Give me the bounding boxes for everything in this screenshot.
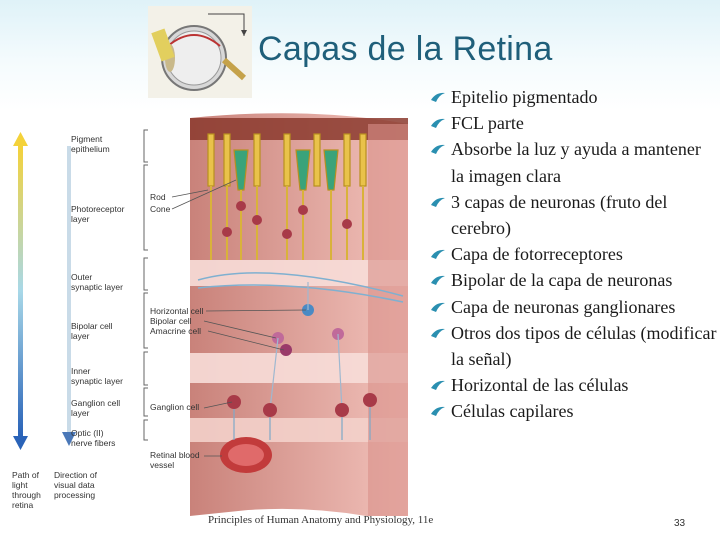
swoosh-icon	[431, 92, 445, 102]
swoosh-icon	[431, 381, 445, 391]
swoosh-icon	[431, 328, 445, 338]
label-horizontal-cell: Horizontal cell	[150, 306, 204, 316]
bullet-text: Otros dos tipos de células (modificar la…	[451, 322, 717, 370]
bullet-text: 3 capas de neuronas (fruto del cerebro)	[451, 191, 668, 239]
label-bipolar-cell: Bipolar cell	[150, 316, 192, 326]
label-ganglion-cell-layer: Ganglion cell layer	[71, 398, 121, 418]
bullet-text: Bipolar de la capa de neuronas	[451, 270, 673, 291]
swoosh-icon	[431, 145, 445, 155]
label-photoreceptor-layer: Photoreceptor layer	[71, 204, 125, 224]
bullet-item: Capa de fotorreceptores	[430, 241, 718, 267]
swoosh-icon	[431, 197, 445, 207]
swoosh-icon	[431, 276, 445, 286]
bullet-text: Absorbe la luz y ayuda a mantener la ima…	[451, 139, 701, 186]
swoosh-icon	[431, 250, 445, 260]
bullet-text: FCL parte	[451, 113, 524, 134]
label-optic-nerve-fibers: Optic (II) nerve fibers	[71, 428, 116, 448]
bullet-text: Horizontal de las células	[451, 375, 629, 396]
label-direction-of-processing: Direction of visual data processing	[54, 470, 97, 500]
label-ganglion-cell: Ganglion cell	[150, 402, 200, 412]
retina-diagram: Pigment epithelium Photoreceptor layer O…	[8, 110, 438, 520]
bullet-item: Absorbe la luz y ayuda a mantener la ima…	[430, 136, 718, 188]
swoosh-icon	[431, 119, 445, 129]
bullet-item: 3 capas de neuronas (fruto del cerebro)	[430, 189, 718, 241]
bullet-text: Capa de neuronas ganglionares	[451, 296, 676, 317]
retina-layers-drawing	[13, 113, 408, 516]
bullet-item: Bipolar de la capa de neuronas	[430, 267, 718, 293]
bullet-item: FCL parte	[430, 110, 718, 136]
label-inner-synaptic-layer: Inner synaptic layer	[71, 366, 123, 386]
eye-illustration	[148, 6, 252, 98]
bullet-text: Capa de fotorreceptores	[451, 244, 623, 265]
swoosh-icon	[431, 407, 445, 417]
swoosh-icon	[431, 302, 445, 312]
label-pigment-epithelium: Pigment epithelium	[71, 134, 110, 154]
label-cone: Cone	[150, 204, 171, 214]
page-number: 33	[674, 518, 686, 529]
bullet-text: Epitelio pigmentado	[451, 87, 598, 107]
bullet-item: Epitelio pigmentado	[430, 84, 718, 110]
label-outer-synaptic-layer: Outer synaptic layer	[71, 272, 123, 292]
label-rod: Rod	[150, 192, 166, 202]
footer-citation: Principles of Human Anatomy and Physiolo…	[208, 514, 434, 526]
label-retinal-blood-vessel: Retinal blood vessel	[150, 450, 200, 470]
bullet-item: Capa de neuronas ganglionares	[430, 294, 718, 320]
bullet-list: Epitelio pigmentado FCL parte Absorbe la…	[430, 84, 718, 425]
slide-title: Capas de la Retina	[258, 30, 553, 68]
bullet-item: Otros dos tipos de células (modificar la…	[430, 320, 718, 372]
bullet-text: Células capilares	[451, 401, 574, 422]
label-amacrine-cell: Amacrine cell	[150, 326, 202, 336]
label-path-of-light: Path of light through retina	[12, 470, 41, 510]
bullet-item: Células capilares	[430, 398, 718, 424]
bullet-item: Horizontal de las células	[430, 372, 718, 398]
label-bipolar-cell-layer: Bipolar cell layer	[71, 321, 113, 341]
